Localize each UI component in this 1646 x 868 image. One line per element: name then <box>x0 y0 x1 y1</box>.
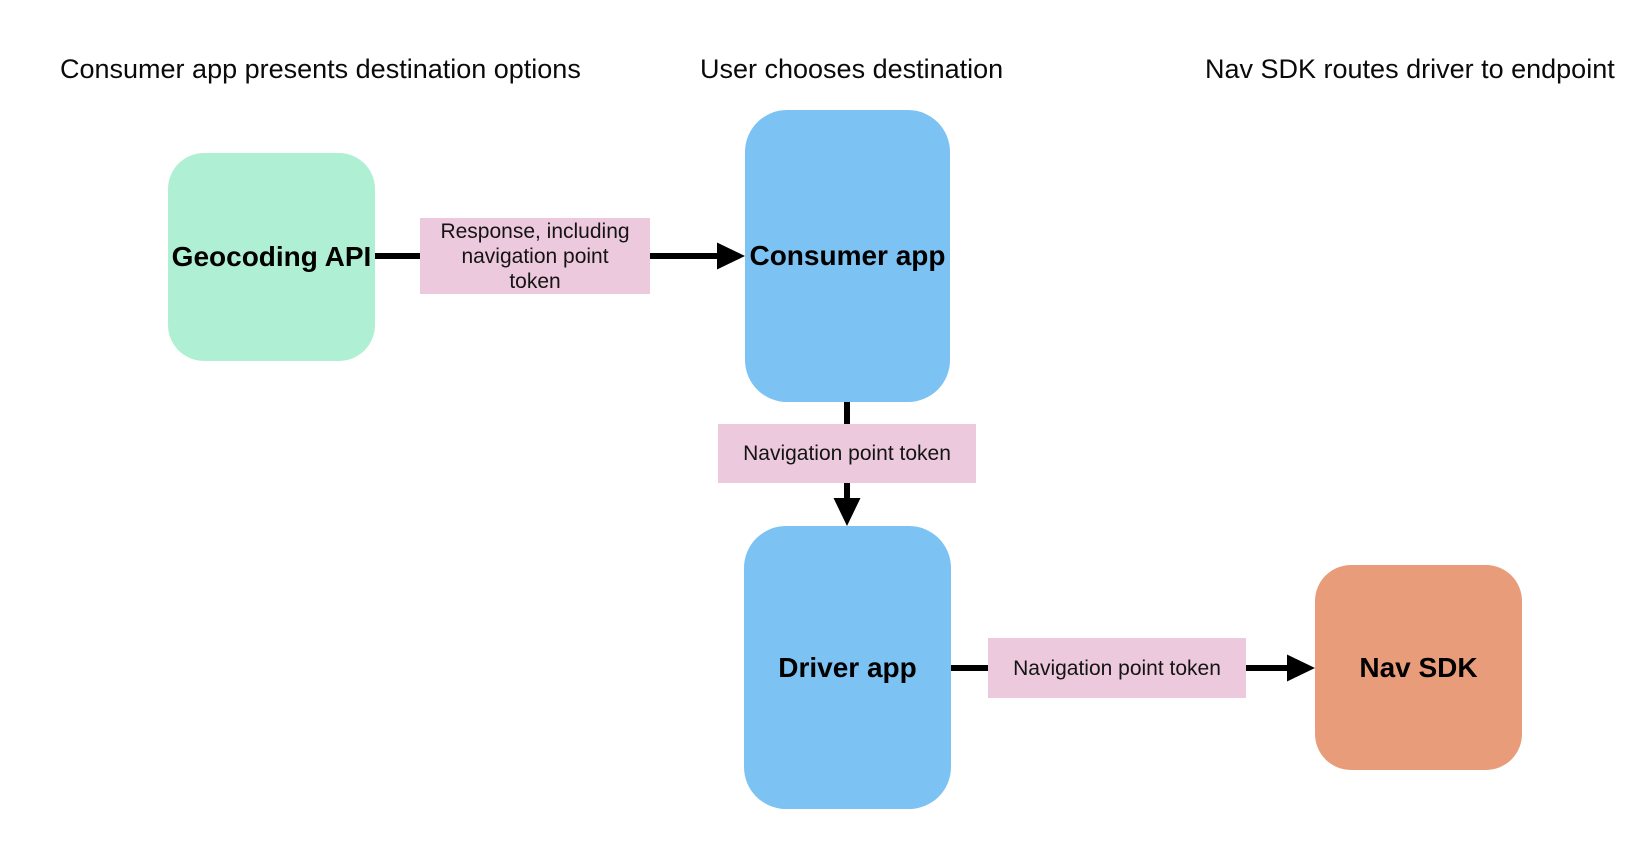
step-heading-user-chooses: User chooses destination <box>700 54 1004 84</box>
node-consumer-app-label: Consumer app <box>749 240 946 271</box>
node-nav-sdk-label: Nav SDK <box>1359 651 1478 683</box>
step-heading-navsdk-routes: Nav SDK routes driver to endpoint <box>1205 54 1615 84</box>
edge-label-token-driver-navsdk: Navigation point token <box>988 638 1246 698</box>
arrowhead-icon <box>833 498 861 526</box>
edge-label-response-token: Response, including navigation point tok… <box>420 218 650 294</box>
arrowhead-icon <box>717 242 745 270</box>
node-driver-app-label: Driver app <box>778 651 917 683</box>
edge-label-token-driver-navsdk-text: Navigation point token <box>1013 656 1221 680</box>
node-consumer-app: Consumer app <box>745 110 950 402</box>
step-heading-consumer-presents: Consumer app presents destination option… <box>60 54 581 84</box>
arrowhead-icon <box>1287 654 1315 682</box>
node-nav-sdk: Nav SDK <box>1315 565 1522 770</box>
node-geocoding-api-label: Geocoding API <box>171 241 372 272</box>
node-driver-app: Driver app <box>744 526 951 809</box>
node-geocoding-api: Geocoding API <box>168 153 375 361</box>
edge-label-response-token-text: Response, including navigation point tok… <box>440 219 630 293</box>
edge-label-token-consumer-driver-text: Navigation point token <box>743 442 951 465</box>
edge-label-token-consumer-driver: Navigation point token <box>718 424 976 483</box>
